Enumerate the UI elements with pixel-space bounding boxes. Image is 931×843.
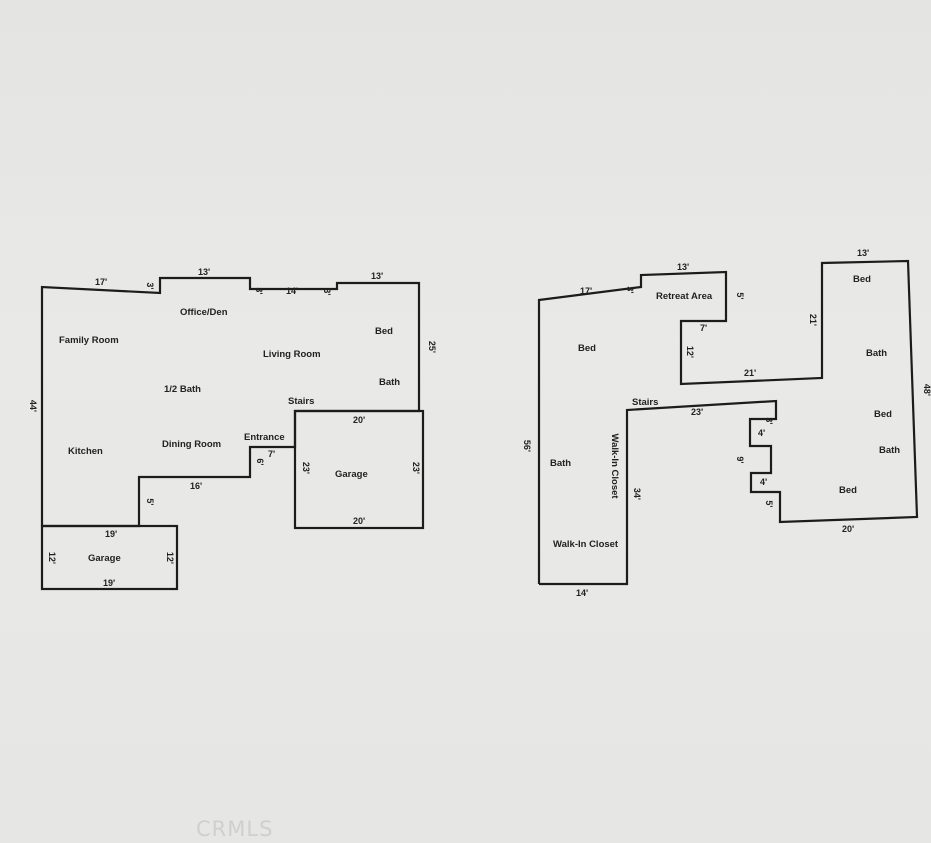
living-room-label: Living Room — [263, 349, 321, 360]
dim-notch-4a: 4' — [758, 428, 765, 438]
walk-in-closet-label: Walk-In Closet — [553, 539, 619, 550]
kitchen-label: Kitchen — [68, 446, 103, 457]
small-garage-outline — [40, 524, 179, 591]
small-garage-label: Garage — [88, 553, 121, 564]
dim-garage-left-23: 23' — [301, 462, 311, 474]
walk-in-closet-vertical-label: Walk-In Closet — [609, 433, 620, 499]
dim-inner-12: 12' — [685, 346, 695, 358]
dim-left-56: 56' — [522, 440, 532, 452]
dim-garage-top-20: 20' — [353, 415, 365, 425]
dining-room-label: Dining Room — [162, 439, 221, 450]
stairs-label: Stairs — [288, 396, 314, 407]
second-floor-plan: Bed Retreat Area Bath Walk-In Closet Wal… — [522, 248, 931, 598]
stairs-label: Stairs — [632, 397, 658, 408]
garage-label: Garage — [335, 469, 368, 480]
office-den-label: Office/Den — [180, 307, 228, 318]
dim-garage-bottom-20: 20' — [353, 516, 365, 526]
dim-top-13a: 13' — [198, 267, 210, 277]
dim-retreat-13: 13' — [677, 262, 689, 272]
dim-notch-9: 9' — [735, 456, 745, 463]
dim-top-17: 17' — [580, 286, 592, 296]
first-floor-outline — [40, 276, 421, 528]
dim-top-17: 17' — [95, 277, 107, 287]
dim-step-3b: 3' — [254, 287, 264, 294]
dim-left-44: 44' — [28, 400, 38, 412]
dim-inner-23: 23' — [691, 407, 703, 417]
dim-garage-right-23: 23' — [411, 462, 421, 474]
bath-right-mid-label: Bath — [879, 445, 900, 456]
dim-sg-bottom-19: 19' — [103, 578, 115, 588]
bed-label: Bed — [375, 326, 393, 337]
dim-bottom-16: 16' — [190, 481, 202, 491]
bed-mid-label: Bed — [874, 409, 892, 420]
dim-step-3: 3' — [625, 286, 635, 293]
bed-bottom-label: Bed — [839, 485, 857, 496]
bath-label: Bath — [379, 377, 400, 388]
dim-bottom-14: 14' — [576, 588, 588, 598]
dim-notch-4b: 4' — [760, 477, 767, 487]
second-floor-outline — [537, 259, 919, 586]
dim-tower-21: 21' — [808, 314, 818, 326]
dim-sg-right-12: 12' — [165, 552, 175, 564]
dim-inner-7: 7' — [700, 323, 707, 333]
watermark: CRMLS — [196, 817, 273, 841]
first-floor-garage-outline — [293, 409, 425, 530]
dim-sg-left-12: 12' — [47, 552, 57, 564]
dim-entrance-6: 6' — [255, 458, 265, 465]
dim-right-48: 48' — [922, 384, 931, 396]
dim-notch-5: 5' — [764, 500, 774, 507]
half-bath-label: 1/2 Bath — [164, 384, 201, 395]
bed-left-label: Bed — [578, 343, 596, 354]
dim-bottom-20: 20' — [842, 524, 854, 534]
dim-sg-top-19: 19' — [105, 529, 117, 539]
dim-tower-top-13: 13' — [857, 248, 869, 258]
bath-right-top-label: Bath — [866, 348, 887, 359]
dim-top-13b: 13' — [371, 271, 383, 281]
dim-top-14: 14' — [286, 286, 298, 296]
bath-left-label: Bath — [550, 458, 571, 469]
entrance-label: Entrance — [244, 432, 285, 443]
dim-retreat-5: 5' — [735, 292, 745, 299]
family-room-label: Family Room — [59, 335, 119, 346]
dim-step-5: 5' — [145, 498, 155, 505]
dim-inner-21: 21' — [744, 368, 756, 378]
dim-right-25: 25' — [427, 341, 437, 353]
dim-inner-34: 34' — [632, 488, 642, 500]
retreat-area-label: Retreat Area — [656, 291, 713, 302]
dim-entrance-7: 7' — [268, 449, 275, 459]
dim-step-3c: 3' — [322, 288, 332, 295]
dim-step-3b: 3' — [764, 417, 774, 424]
first-floor-plan: Family Room Office/Den Living Room Bed B… — [28, 267, 437, 591]
dim-step-3a: 3' — [145, 282, 155, 289]
bed-top-label: Bed — [853, 274, 871, 285]
